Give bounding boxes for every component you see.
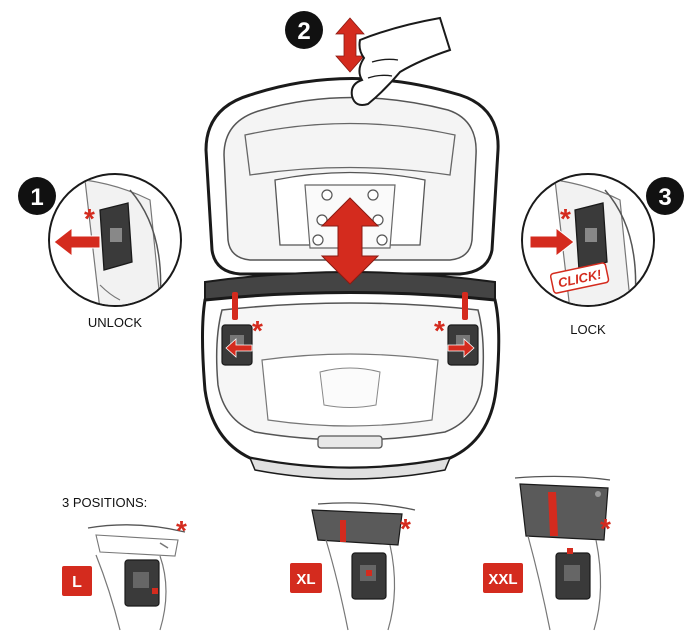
unlock-arrow [53,226,101,258]
size-XL-badge [290,563,322,593]
step-1-group: 1 * [18,173,182,307]
step-2-number: 2 [297,18,310,45]
step-2-group: 2 [285,11,452,106]
unlock-caption: UNLOCK [88,315,143,330]
size-XL-label: XL [296,571,315,588]
positions-heading: 3 POSITIONS: [62,495,147,510]
step-1-number: 1 [30,184,43,211]
hand-icon [350,16,452,106]
left-inner-lock [221,324,253,366]
lift-double-arrow [320,197,380,285]
size-L-label: L [72,574,82,591]
position-L-asterisk: * [176,515,187,546]
top-case-illustration: * * [201,77,501,480]
position-XL-asterisk: * [400,513,411,544]
lid-recess [244,122,456,176]
case-latch [317,435,383,449]
step-3-badge [646,177,684,215]
lock-caption: LOCK [570,322,606,337]
unlock-asterisk: * [84,203,95,234]
position-L-illustration [87,524,186,631]
step-2-badge [285,11,323,49]
step-3-group: 3 * CLICK! [521,173,684,307]
left-inner-stripe [232,292,238,320]
step-1-badge [18,177,56,215]
size-L-badge [62,566,92,596]
step-3-number: 3 [658,184,671,211]
inner-left-asterisk: * [252,315,263,346]
mount-holes [312,189,388,246]
right-inner-lock [447,324,479,366]
case-base-rim [248,456,452,480]
step-2-double-arrow [335,17,365,73]
position-XXL-asterisk: * [600,513,611,544]
inner-right-asterisk: * [434,315,445,346]
size-XXL-badge [483,563,523,593]
lock-arrow [529,226,575,258]
position-XXL-illustration [514,475,611,631]
size-XXL-label: XXL [488,571,517,588]
lock-asterisk: * [560,203,571,234]
right-inner-stripe [462,292,468,320]
case-floor-bump [319,367,381,408]
click-sticker: CLICK! [549,262,610,294]
position-XL-illustration [311,502,416,631]
